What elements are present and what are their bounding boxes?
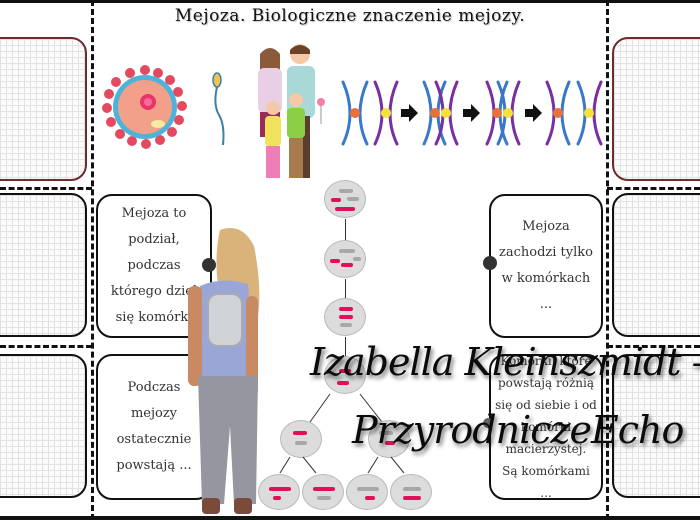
egg-cell-icon <box>102 65 187 149</box>
gamete-cell-2 <box>302 474 344 510</box>
left-cut-line-h2 <box>0 345 92 348</box>
connector-dot <box>202 258 216 272</box>
right-grid-card-2 <box>612 193 700 337</box>
gamete-cell-1 <box>258 474 300 510</box>
right-grid-card-1 <box>612 37 700 181</box>
card-line: Mejoza <box>522 219 570 234</box>
card-line: w komórkach <box>501 271 591 286</box>
card-line: zachodzi tylko <box>499 245 593 260</box>
left-grid-card-1 <box>0 37 87 181</box>
card-line: Są komórkami ... <box>502 464 590 500</box>
card-line: powstają różnią <box>497 376 594 390</box>
card-line: się komórki <box>115 310 193 325</box>
watermark-line-1: Izabella Kleinszmidt – <box>310 340 700 384</box>
gamete-cell-3 <box>346 474 388 510</box>
interphase-cell <box>324 180 366 218</box>
gamete-cell-4 <box>390 474 432 510</box>
bottom-border <box>0 516 700 520</box>
card-line: komórki <box>521 420 571 434</box>
question-card-cells: Komórki, które powstają różnią się od si… <box>489 354 603 500</box>
sperm-cell-icon <box>212 72 225 146</box>
right-cut-line-h1 <box>607 187 700 190</box>
page-title: Mejoza. Biologiczne znaczenie mejozy. <box>174 6 526 26</box>
card-line: się od siebie i od <box>495 398 597 412</box>
card-line: Podczas <box>127 380 181 395</box>
prophase-cell <box>324 240 366 278</box>
left-grid-card-2 <box>0 193 87 337</box>
anaphase-cell <box>324 356 366 394</box>
daughter-cell-1 <box>280 420 322 458</box>
card-line: powstają ... <box>116 458 192 473</box>
card-line: Komórki, które <box>500 354 592 368</box>
right-cut-line <box>606 0 609 520</box>
card-line: podczas <box>127 258 181 273</box>
right-cut-line-h2 <box>607 345 700 348</box>
woman-with-backpack-photo <box>188 228 260 514</box>
card-line: podział, <box>128 232 180 247</box>
right-grid-card-3 <box>612 354 700 498</box>
card-line: ostatecznie <box>116 432 192 447</box>
crossing-over-diagram <box>341 80 603 146</box>
card-line: ... <box>539 297 553 312</box>
question-card-location: Mejoza zachodzi tylko w komórkach ... <box>489 194 603 338</box>
card-line: mejozy <box>130 406 178 421</box>
watermark-line-2: PrzyrodniczeEcho <box>352 408 684 452</box>
daughter-cell-2 <box>368 420 410 458</box>
card-line: macierzystej. <box>505 442 587 456</box>
connector-dot <box>483 256 497 270</box>
card-line: Mejoza to <box>121 206 187 221</box>
card-line: którego dziel <box>110 284 198 299</box>
connector-dot <box>483 418 493 428</box>
metaphase-cell <box>324 298 366 336</box>
top-border <box>0 0 700 3</box>
left-cut-line-h1 <box>0 187 92 190</box>
left-grid-card-3 <box>0 354 87 498</box>
family-icon <box>258 44 325 178</box>
left-cut-line <box>91 0 94 520</box>
